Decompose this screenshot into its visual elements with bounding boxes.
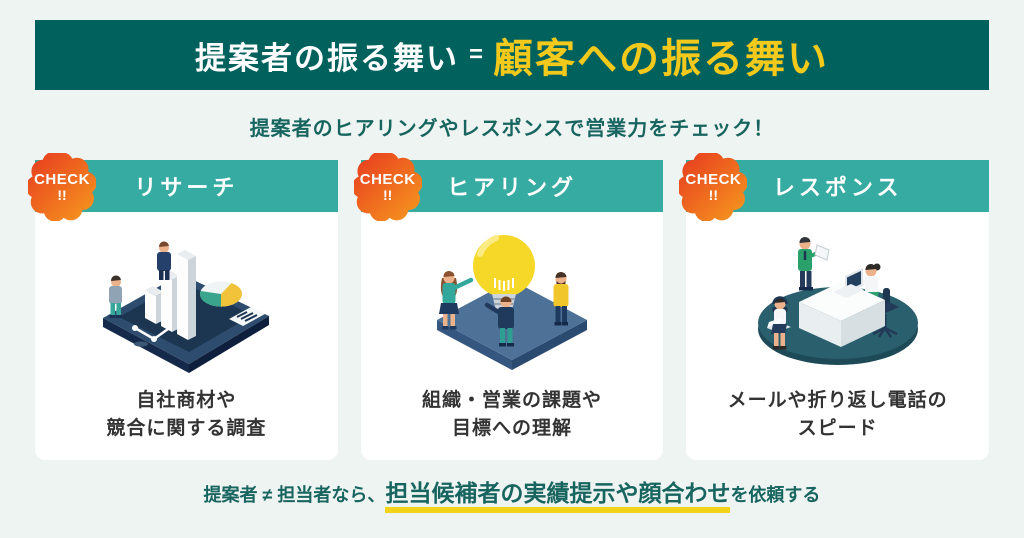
card-hearing-title: ヒアリング <box>447 175 578 200</box>
office-desk-icon <box>757 236 918 365</box>
bearded-man-figure <box>553 271 569 326</box>
title-banner: 提案者の振る舞い = 顧客への振る舞い <box>35 20 989 90</box>
standing-man-figure <box>797 236 830 291</box>
check-badge: CHECK !! <box>353 153 422 221</box>
banner-equals-sign: = <box>468 41 483 68</box>
card-hearing: CHECK !! ヒアリング <box>353 153 664 460</box>
man-back-figure <box>484 296 514 347</box>
card-response: CHECK !! レスポンス <box>679 153 990 460</box>
card-response-description: メールや折り返し電話の スピード <box>727 389 948 440</box>
lightbulb-icon <box>473 235 535 310</box>
check-badge-label: CHECK !! <box>359 170 416 203</box>
desk <box>798 281 885 347</box>
businessman-figure <box>157 241 172 280</box>
check-badge: CHECK !! <box>28 153 96 221</box>
banner-title-left: 提案者の振る舞い <box>194 40 459 76</box>
footer-prefix: 提案者 ≠ 担当者なら、 <box>203 485 386 505</box>
laptop-on-desk <box>832 268 864 298</box>
response-illustration <box>686 212 989 380</box>
subtitle: 提案者のヒアリングやレスポンスで営業力をチェック！ <box>249 118 775 140</box>
check-badge-label: CHECK !! <box>34 170 90 203</box>
analyst-figure <box>109 275 123 318</box>
check-badge-label: CHECK !! <box>685 170 742 203</box>
card-response-body: メールや折り返し電話の スピード <box>686 212 990 460</box>
pie-chart <box>200 281 243 307</box>
hearing-illustration <box>361 212 664 380</box>
footer-highlight: 担当候補者の実績提示や顔合わせ <box>385 480 731 513</box>
bar-chart-3d <box>145 250 197 340</box>
card-response-title: レスポンス <box>772 175 903 200</box>
tablet-analytics-icon <box>103 241 270 373</box>
footer-suffix: を依頼する <box>730 485 821 505</box>
card-research-description: 自社商材や 競合に関する調査 <box>106 389 267 440</box>
team-lightbulb-icon <box>437 235 587 370</box>
card-hearing-body: 組織・営業の課題や 目標への理解 <box>360 212 664 460</box>
woman-figure <box>439 270 474 330</box>
footer-note: 提案者 ≠ 担当者なら、担当候補者の実績提示や顔合わせを依頼する <box>0 474 1024 513</box>
card-research: CHECK !! リサーチ <box>28 153 338 460</box>
starburst-badge-icon <box>353 153 422 221</box>
banner-title-right: 顧客への振る舞い <box>493 37 829 81</box>
starburst-badge-icon <box>679 153 748 221</box>
card-research-title: リサーチ <box>134 175 239 200</box>
research-illustration <box>35 212 338 380</box>
card-research-body: 自社商材や 競合に関する調査 <box>35 212 338 460</box>
starburst-badge-icon <box>28 153 96 221</box>
report-panel <box>229 307 266 326</box>
cards-row: CHECK !! リサーチ <box>28 153 990 460</box>
check-badge: CHECK !! <box>679 153 748 221</box>
card-hearing-description: 組織・営業の課題や 目標への理解 <box>422 389 603 440</box>
sitting-woman-laptop-figure <box>766 296 791 350</box>
